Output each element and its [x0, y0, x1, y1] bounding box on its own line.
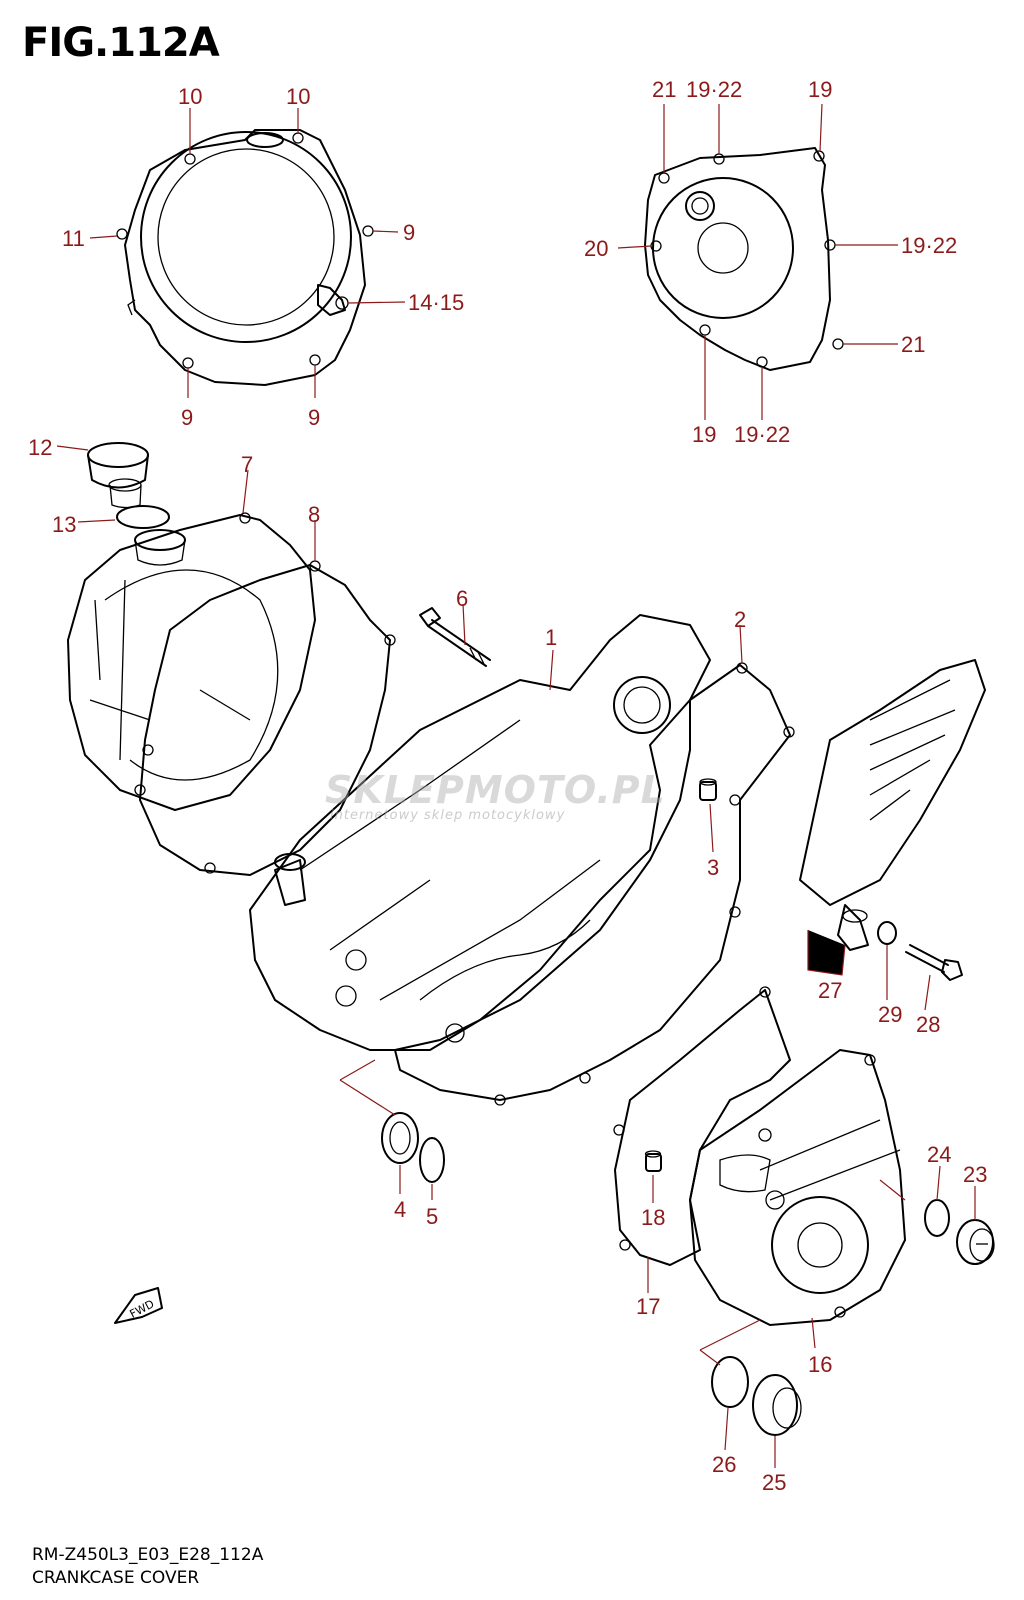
- callout-label: 19·22: [686, 77, 742, 102]
- callout-label: 27: [818, 978, 842, 1003]
- label-leaders-magneto: [617, 103, 898, 420]
- callout-label: 21: [652, 77, 676, 102]
- label-leaders-clutch: [89, 108, 406, 398]
- plug-part-25[interactable]: [752, 1374, 802, 1436]
- plug-part-23[interactable]: [956, 1219, 995, 1265]
- dowel-pin-part-18[interactable]: [644, 1150, 662, 1172]
- callout-label: 9: [403, 220, 415, 245]
- oring-part-13[interactable]: [116, 505, 170, 529]
- callout-label: 10: [178, 84, 202, 109]
- callout-label: 7: [241, 452, 253, 477]
- dowel-pin-part-3[interactable]: [699, 778, 717, 801]
- callout-label: 3: [707, 855, 719, 880]
- callout-label: 29: [878, 1002, 902, 1027]
- clutch-cover-assembly-part[interactable]: [67, 512, 316, 811]
- bolt-part-28[interactable]: [905, 944, 963, 981]
- callout-label: 17: [636, 1294, 660, 1319]
- callout-label: 4: [394, 1197, 406, 1222]
- callout-label: 19·22: [901, 233, 957, 258]
- oring-part-26[interactable]: [711, 1356, 749, 1408]
- callout-label: 24: [927, 1142, 951, 1167]
- callout-label: 1: [545, 625, 557, 650]
- oil-filler-cap-part[interactable]: [87, 442, 149, 509]
- callout-label: 8: [308, 502, 320, 527]
- clutch-cover-part[interactable]: [116, 129, 374, 386]
- washer-part-29[interactable]: [877, 921, 897, 945]
- callout-label: 13: [52, 512, 76, 537]
- callout-label: 25: [762, 1470, 786, 1495]
- callout-label: 16: [808, 1352, 832, 1377]
- callout-label: 6: [456, 586, 468, 611]
- clutch-cover-gasket-part[interactable]: [139, 560, 396, 876]
- crankcase-part[interactable]: [249, 614, 711, 1051]
- callout-label: 14·15: [408, 290, 464, 315]
- callout-label: 23: [963, 1162, 987, 1187]
- callout-label: 9: [181, 405, 193, 430]
- model-code: RM-Z450L3_E03_E28_112A: [32, 1545, 264, 1565]
- callout-label: 9: [308, 405, 320, 430]
- magneto-cover-assembly-part[interactable]: [689, 1049, 906, 1326]
- watermark-subtitle: internetowy sklep motocyklowy: [330, 808, 566, 823]
- callout-label: 19: [692, 422, 716, 447]
- fwd-arrow-icon: FWD: [114, 1287, 163, 1324]
- cover-guard-part-27[interactable]: [799, 659, 986, 951]
- magneto-cover-part[interactable]: [644, 147, 844, 371]
- callout-label: 5: [426, 1204, 438, 1229]
- figure-title: FIG.112A: [22, 20, 220, 66]
- callout-label: 12: [28, 435, 52, 460]
- callout-label: 28: [916, 1012, 940, 1037]
- oring-part-24[interactable]: [924, 1199, 950, 1237]
- callout-label: 18: [641, 1205, 665, 1230]
- callout-labels: 10 10 11 9 14·15 9 9 21 19·22 19 19·22 2…: [28, 77, 987, 1495]
- callout-label: 2: [734, 607, 746, 632]
- callout-label: 10: [286, 84, 310, 109]
- callout-label: 26: [712, 1452, 736, 1477]
- watermark-logo: SKLEPMOTO.PL: [325, 768, 666, 812]
- bolt-part-6[interactable]: [419, 607, 491, 667]
- callout-label: 20: [584, 236, 608, 261]
- crankcase-cover-gasket-part[interactable]: [394, 662, 795, 1106]
- callout-label: 19: [808, 77, 832, 102]
- callout-label: 21: [901, 332, 925, 357]
- circlip-part-5[interactable]: [419, 1137, 445, 1183]
- oil-seal-part-4[interactable]: [381, 1112, 419, 1164]
- figure-caption: CRANKCASE COVER: [32, 1568, 200, 1588]
- callout-label: 11: [62, 226, 85, 251]
- callout-label: 19·22: [734, 422, 790, 447]
